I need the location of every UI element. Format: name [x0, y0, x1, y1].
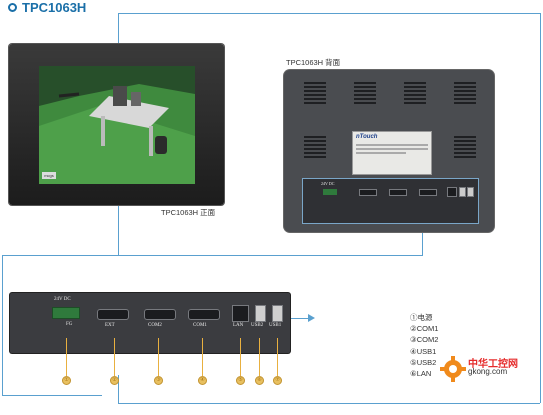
frame-line-left-upper	[118, 13, 119, 44]
port-com2	[144, 309, 176, 320]
back-brand: nTouch	[356, 134, 378, 140]
callout-marker-4: ④	[198, 376, 207, 385]
port-ext	[97, 309, 129, 320]
callout-marker-7: ⑦	[273, 376, 282, 385]
pointer-line	[290, 318, 310, 319]
callout-line	[158, 338, 159, 376]
frame-line-bottom-left	[2, 395, 102, 396]
fg-label: FG	[66, 322, 73, 327]
back-power-terminal	[323, 189, 337, 195]
frame-line-top	[118, 13, 540, 14]
legend-item: ⑥LAN	[410, 369, 432, 379]
hmi-scene-illustration	[39, 66, 195, 184]
port-usb1-label: USB1	[269, 323, 282, 328]
pointer-arrow-icon	[308, 314, 315, 322]
port-com1	[188, 309, 220, 320]
vent-icon	[454, 136, 476, 158]
back-port-usb2	[459, 187, 466, 197]
vent-icon	[404, 82, 426, 104]
port-usb1	[272, 305, 283, 322]
frame-line-connector	[2, 255, 422, 256]
port-usb2	[255, 305, 266, 322]
circle-bullet-icon	[8, 3, 17, 12]
watermark-site-name: 中华工控网	[468, 359, 518, 370]
back-caption: TPC1063H 背面	[286, 58, 341, 67]
back-port-lan	[447, 187, 457, 197]
frame-line-left	[2, 255, 3, 395]
legend-item: ⑤USB2	[410, 357, 437, 367]
frame-line-bottom	[118, 403, 540, 404]
legend-item: ③COM2	[410, 335, 439, 345]
gear-logo-icon	[440, 356, 466, 382]
port-legend: ①电源 ②COM1 ③COM2 ④USB1 ⑤USB2 ⑥LAN	[410, 312, 438, 379]
callout-line	[202, 338, 203, 376]
power-label: 24V DC	[54, 297, 71, 302]
legend-item: ①电源	[410, 313, 433, 322]
frame-line-right	[540, 13, 541, 403]
back-port-com2	[389, 189, 407, 196]
front-screen: mcgs	[39, 66, 195, 184]
legend-item: ④USB1	[410, 346, 437, 356]
callout-marker-6: ⑥	[255, 376, 264, 385]
back-device: nTouch 24V DC	[284, 70, 494, 232]
vent-icon	[304, 136, 326, 158]
front-caption: TPC1063H 正面	[161, 208, 216, 217]
callout-line	[114, 338, 115, 376]
callout-line	[66, 338, 67, 376]
callout-line	[240, 338, 241, 376]
callout-line	[277, 338, 278, 376]
power-terminal	[52, 307, 80, 319]
port-usb2-label: USB2	[251, 323, 264, 328]
io-panel-closeup: 24V DC FG EXT COM2 COM1 LAN USB2 USB1	[10, 293, 290, 353]
vent-icon	[454, 82, 476, 104]
port-lan-label: LAN	[233, 323, 244, 328]
callout-marker-2: ②	[110, 376, 119, 385]
back-port-com1	[419, 189, 437, 196]
back-label-card: nTouch	[352, 131, 432, 175]
front-device: mcgs	[9, 44, 224, 205]
legend-item: ②COM1	[410, 324, 439, 334]
port-com1-label: COM1	[193, 323, 207, 328]
callout-marker-3: ③	[154, 376, 163, 385]
front-badge: mcgs	[42, 172, 56, 179]
back-port-ext	[359, 189, 377, 196]
frame-line-back-drop	[422, 232, 423, 256]
port-com2-label: COM2	[148, 323, 162, 328]
page-title-text: TPC1063H	[22, 0, 87, 15]
callout-line	[259, 338, 260, 376]
frame-line-bottom-stub	[118, 375, 119, 403]
watermark-site-url: gkong.com	[468, 367, 508, 376]
page-title: TPC1063H	[8, 0, 86, 15]
vent-icon	[354, 82, 376, 104]
port-lan	[232, 305, 249, 322]
port-ext-label: EXT	[105, 323, 115, 328]
frame-line-left-mid	[118, 205, 119, 255]
back-port-usb1	[467, 187, 474, 197]
callout-marker-5: ⑤	[236, 376, 245, 385]
back-power-label: 24V DC	[321, 181, 335, 186]
callout-marker-1: ①	[62, 376, 71, 385]
back-io-strip: 24V DC	[302, 178, 479, 224]
vent-icon	[304, 82, 326, 104]
